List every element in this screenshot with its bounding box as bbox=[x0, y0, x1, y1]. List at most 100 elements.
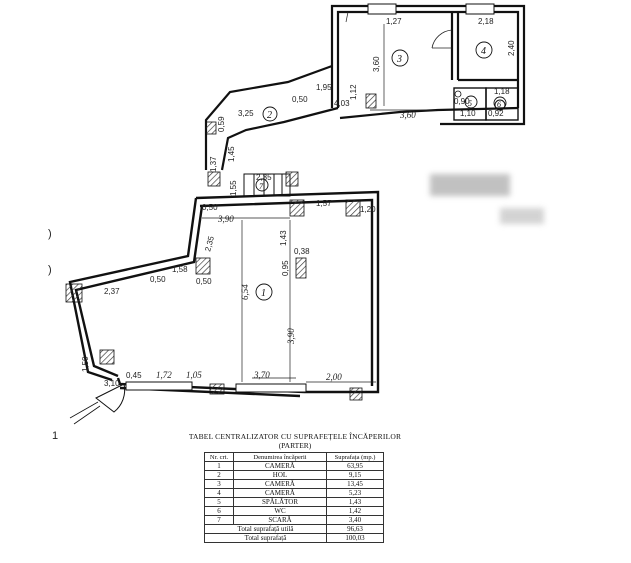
dim-r6-a: 1,18 bbox=[494, 87, 510, 96]
windows-bottom bbox=[125, 381, 307, 393]
room-number-3: 3 bbox=[396, 54, 402, 65]
dim-r4-height: 2,40 bbox=[507, 40, 516, 56]
cell-area: 1,42 bbox=[326, 506, 384, 516]
room-number-2: 2 bbox=[267, 110, 272, 121]
cell-nr: 7 bbox=[204, 515, 234, 525]
dim-r1-bottom-d: 3,70 bbox=[253, 370, 270, 380]
room-number-4: 4 bbox=[481, 46, 486, 57]
dim-entry-b: 1,50 bbox=[81, 356, 90, 372]
header-area: Suprafața (mp.) bbox=[326, 452, 384, 462]
total-built-label: Total suprafață bbox=[204, 533, 327, 543]
header-nr: Nr. crt. bbox=[204, 452, 234, 462]
rooms-5-6-walls bbox=[453, 87, 519, 121]
dimension-lines bbox=[202, 11, 436, 383]
dim-r1-right-top: 1,20 bbox=[360, 205, 376, 214]
dim-hall-a: 1,95 bbox=[316, 83, 332, 92]
margin-mark: 1 bbox=[52, 430, 59, 442]
total-built-value: 100,03 bbox=[326, 533, 384, 543]
total-useful-row: Total suprafață utilă 96,63 bbox=[204, 524, 384, 534]
cell-name: SCARĂ bbox=[233, 515, 327, 525]
room-number-6: 6 bbox=[497, 100, 501, 109]
cell-area: 1,43 bbox=[326, 497, 384, 507]
dim-r1-bottom-c: 1,05 bbox=[186, 370, 202, 380]
windows-top bbox=[367, 3, 495, 15]
cell-name: SPĂLĂTOR bbox=[233, 497, 327, 507]
rooms-3-4-walls bbox=[330, 4, 526, 110]
table-row: 4 CAMERĂ 5,23 bbox=[204, 488, 384, 498]
cell-name: WC bbox=[233, 506, 327, 516]
redacted-stamp bbox=[426, 166, 544, 238]
entry-door bbox=[95, 383, 126, 413]
room-number-5: 5 bbox=[468, 99, 472, 108]
dim-r4-top: 2,18 bbox=[478, 17, 494, 26]
dim-hall-e: 3,25 bbox=[238, 109, 254, 118]
table-row: 3 CAMERĂ 13,45 bbox=[204, 479, 384, 489]
margin-mark: ) bbox=[48, 264, 52, 276]
table-title: TABEL CENTRALIZATOR CU SUPRAFEȚELE ÎNCĂP… bbox=[188, 432, 402, 441]
dim-hall-g: 0,59 bbox=[217, 116, 226, 132]
cell-name: CAMERĂ bbox=[233, 461, 327, 471]
cell-nr: 5 bbox=[204, 497, 234, 507]
dim-hall-d: 0,50 bbox=[292, 95, 308, 104]
dim-r1-left-a: 2,35 bbox=[203, 235, 216, 253]
table-row: 5 SPĂLĂTOR 1,43 bbox=[204, 497, 384, 507]
room-1-hatches bbox=[65, 199, 363, 401]
dim-r5-b: 1,10 bbox=[460, 109, 476, 118]
dim-stair-w: 2,35 bbox=[256, 173, 272, 182]
dim-hall-h: 1,55 bbox=[229, 180, 238, 196]
dim-r1-pillar: 0,50 bbox=[150, 275, 166, 284]
dim-r1-left-angle: 2,37 bbox=[104, 287, 120, 296]
area-table: Nr. crt. Denumirea încăperii Suprafața (… bbox=[204, 452, 384, 543]
room-number-circles bbox=[255, 41, 507, 301]
room-number-7: 7 bbox=[259, 182, 264, 191]
room-number-1: 1 bbox=[261, 288, 266, 299]
cell-nr: 2 bbox=[204, 470, 234, 480]
dim-r1-pillar2: 0,50 bbox=[196, 277, 212, 286]
cell-nr: 6 bbox=[204, 506, 234, 516]
cell-area: 63,95 bbox=[326, 461, 384, 471]
area-summary-block: TABEL CENTRALIZATOR CU SUPRAFEȚELE ÎNCĂP… bbox=[172, 432, 418, 543]
table-row: 2 HOL 9,15 bbox=[204, 470, 384, 480]
dim-hall-b: 1,12 bbox=[349, 84, 358, 100]
dim-r1-height: 6,54 bbox=[240, 284, 250, 300]
dim-r1-top-mid: 1,57 bbox=[316, 199, 332, 208]
cell-name: CAMERĂ bbox=[233, 479, 327, 489]
dim-r3-bottom: 3,60 bbox=[399, 110, 416, 120]
cell-nr: 4 bbox=[204, 488, 234, 498]
dim-r1-inner-c: 0,95 bbox=[281, 260, 290, 276]
cell-area: 13,45 bbox=[326, 479, 384, 489]
header-name: Denumirea încăperii bbox=[233, 452, 327, 462]
table-subtitle: (PARTER) bbox=[278, 441, 312, 450]
cell-area: 5,23 bbox=[326, 488, 384, 498]
table-row: 1 CAMERĂ 63,95 bbox=[204, 461, 384, 471]
cell-nr: 1 bbox=[204, 461, 234, 471]
dim-r1-top-left: 0,50 bbox=[202, 203, 218, 212]
cell-name: CAMERĂ bbox=[233, 488, 327, 498]
dim-r1-left-b: 1,58 bbox=[172, 265, 188, 274]
table-header-row: Nr. crt. Denumirea încăperii Suprafața (… bbox=[204, 452, 384, 462]
total-useful-label: Total suprafață utilă bbox=[204, 524, 327, 534]
door-room-3 bbox=[431, 29, 453, 49]
cell-area: 9,15 bbox=[326, 470, 384, 480]
dim-r1-inner-b: 0,38 bbox=[294, 247, 310, 256]
dim-r6-b: 0,92 bbox=[488, 109, 504, 118]
dim-r1-bottom-e: 2,00 bbox=[326, 372, 342, 382]
dim-entry-a: 3,10 bbox=[104, 379, 120, 388]
room-6-fixture bbox=[494, 99, 506, 111]
margin-mark: ) bbox=[48, 228, 52, 240]
dim-r1-bottom-a: 0,45 bbox=[126, 371, 142, 380]
dim-r1-inner-a: 1,43 bbox=[279, 230, 288, 246]
dim-hall-f: 1,37 bbox=[209, 156, 218, 172]
dim-r1-height2: 3,90 bbox=[286, 328, 296, 345]
dim-r5-a: 0,90 bbox=[454, 97, 470, 106]
dim-hall-c: 4,03 bbox=[334, 99, 350, 108]
total-useful-value: 96,63 bbox=[326, 524, 384, 534]
dim-r3-top: 1,27 bbox=[386, 17, 402, 26]
table-row: 6 WC 1,42 bbox=[204, 506, 384, 516]
dim-r1-width-top: 3,90 bbox=[217, 214, 234, 224]
dim-hall-i: 1,45 bbox=[227, 146, 236, 162]
hall-hatches bbox=[205, 93, 377, 187]
cell-nr: 3 bbox=[204, 479, 234, 489]
cell-area: 3,40 bbox=[326, 515, 384, 525]
